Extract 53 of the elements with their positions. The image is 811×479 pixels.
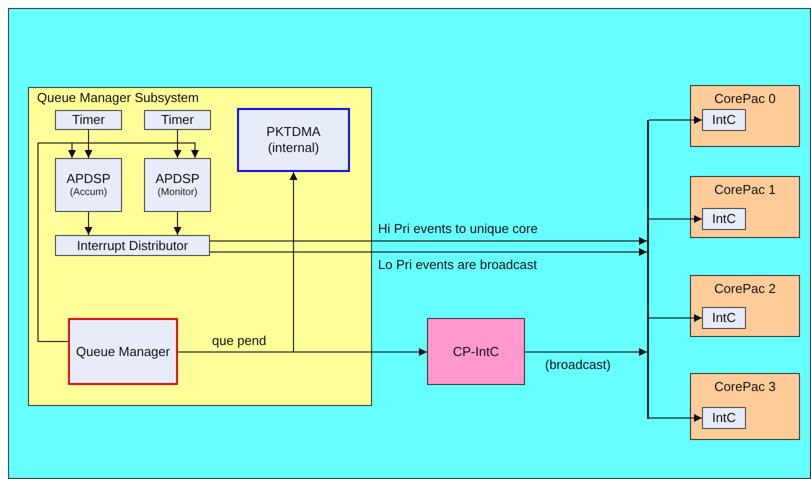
distributor-box (55, 235, 210, 256)
node-label: CorePac 1 (713, 182, 777, 198)
node-label: IntC (711, 410, 737, 426)
queue-manager-box (68, 318, 178, 385)
arrow (38, 142, 199, 342)
arrow (84, 130, 92, 158)
core-box (690, 373, 800, 440)
chip-outline (8, 8, 811, 479)
node-label: Timer (71, 112, 106, 128)
arrow (648, 314, 702, 322)
node-label: CorePac 2 (713, 281, 777, 297)
node-label: Queue Manager (75, 344, 171, 360)
arrow (524, 348, 648, 356)
node-label: CorePac 3 (713, 379, 777, 395)
node-label: IntC (711, 211, 737, 227)
arrow (210, 248, 648, 256)
node-label: Interrupt Distributor (76, 238, 190, 254)
processor-box (144, 158, 211, 212)
interrupt-controller-box (702, 109, 746, 131)
interrupt-controller-box (427, 318, 525, 385)
core-box (690, 176, 800, 238)
core-box (690, 275, 800, 337)
interrupt-controller-box (702, 208, 746, 230)
node-label: APDSP (154, 171, 201, 187)
edge-label: Lo Pri events are broadcast (378, 257, 537, 272)
processor-box (55, 158, 122, 212)
edge-label: que pend (212, 333, 266, 348)
node-label: APDSP (65, 171, 112, 187)
node-label: IntC (711, 310, 737, 326)
arrow (648, 215, 702, 223)
edge-label: (broadcast) (545, 357, 611, 372)
node-label: CP-IntC (452, 344, 500, 360)
node-label: CorePac 0 (713, 91, 777, 107)
core-box (690, 85, 800, 147)
node-subtitle: (Accum) (68, 186, 108, 199)
interrupt-controller-box (702, 307, 746, 329)
node-label: Timer (160, 112, 195, 128)
arrow (648, 414, 702, 422)
arrow (648, 116, 702, 124)
arrow (174, 212, 182, 236)
interrupt-controller-box (702, 407, 746, 429)
arrow (210, 237, 648, 245)
node-label: PKTDMA (internal) (265, 124, 322, 156)
panel-title: Queue Manager Subsystem (36, 90, 200, 106)
node-label: IntC (711, 112, 737, 128)
timer-box (144, 110, 211, 130)
arrow (174, 130, 182, 158)
edge-label: Hi Pri events to unique core (378, 221, 538, 236)
timer-box (55, 110, 122, 130)
node-subtitle: (Monitor) (156, 186, 198, 199)
dma-box (237, 108, 350, 172)
subsystem-panel (28, 87, 372, 406)
arrow (84, 212, 92, 236)
